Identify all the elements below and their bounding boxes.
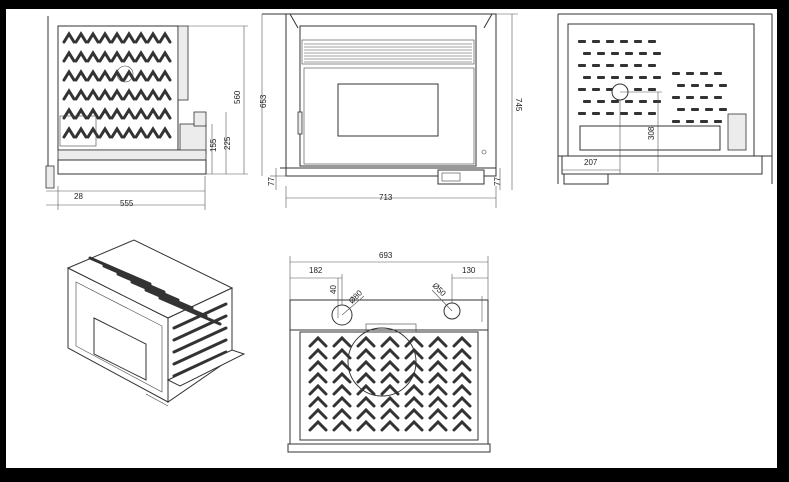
dim-side-height-mid: 225 [223, 136, 232, 150]
dim-rear-offset-port: 207 [584, 158, 598, 167]
dim-top-width: 693 [379, 251, 393, 260]
dim-front-base-right: 77 [493, 177, 502, 186]
rear-view-clips [578, 40, 727, 123]
top-view-slats [308, 335, 472, 432]
isometric-view-glass [93, 317, 147, 381]
dim-side-height-low: 155 [209, 138, 218, 152]
dim-front-height-outer: 745 [514, 98, 523, 112]
isometric-view-slats [88, 256, 228, 378]
dim-side-depth: 555 [120, 199, 134, 208]
front-view-grille [301, 39, 475, 65]
front-view: 653 745 77 77 713 [259, 13, 523, 208]
dim-front-height-inner: 653 [259, 94, 268, 108]
rear-view: 308 207 [557, 13, 773, 185]
front-view-glass [337, 83, 439, 137]
side-view: 560 225 155 28 555 [45, 16, 248, 210]
dim-top-offset-small: 40 [329, 285, 338, 294]
side-view-slats [62, 31, 172, 139]
dim-front-base-left: 77 [267, 177, 276, 186]
isometric-view [66, 239, 246, 407]
dim-top-offset-left: 182 [309, 266, 323, 275]
dim-front-width: 713 [379, 193, 393, 202]
dim-side-height-total: 560 [233, 90, 242, 104]
dim-rear-height-port: 308 [647, 126, 656, 140]
dim-side-offset: 28 [74, 192, 83, 201]
top-view: 693 182 130 40 Ø80 Ø50 [287, 251, 491, 453]
dim-top-offset-right: 130 [462, 266, 476, 275]
